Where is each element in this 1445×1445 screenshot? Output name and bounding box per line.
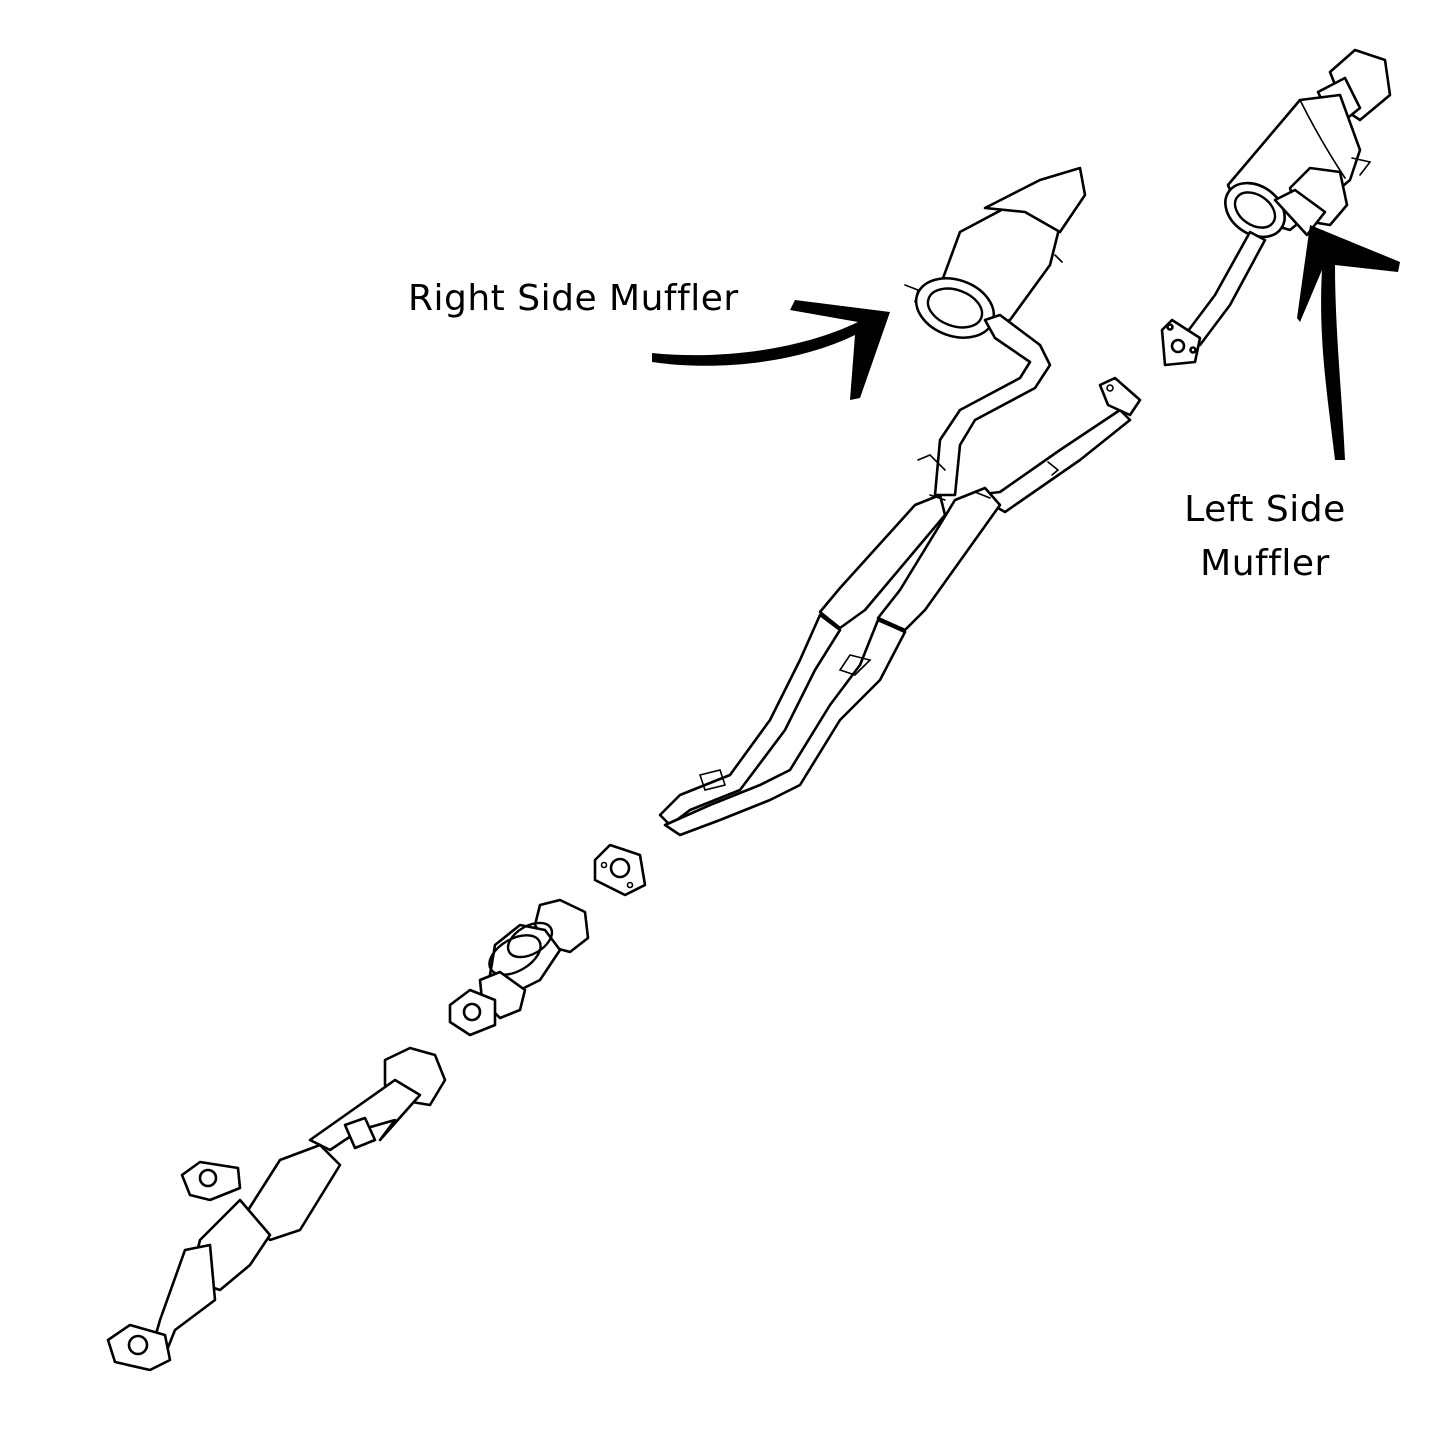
left-side-muffler-label-line2: Muffler xyxy=(1200,543,1330,584)
mid-pipe-resonators xyxy=(593,376,1142,897)
right-side-muffler-label: Right Side Muffler xyxy=(408,278,739,319)
right-side-muffler xyxy=(904,98,1349,497)
left-side-muffler-label: Left Side Muffler xyxy=(1160,483,1370,591)
front-pipe-manifold xyxy=(106,1046,447,1372)
right-muffler-arrow xyxy=(652,300,890,400)
left-side-muffler-label-line1: Left Side xyxy=(1184,489,1346,530)
left-muffler-arrow xyxy=(1297,225,1400,460)
catalytic-converter xyxy=(448,898,590,1037)
left-side-muffler xyxy=(1160,48,1392,367)
